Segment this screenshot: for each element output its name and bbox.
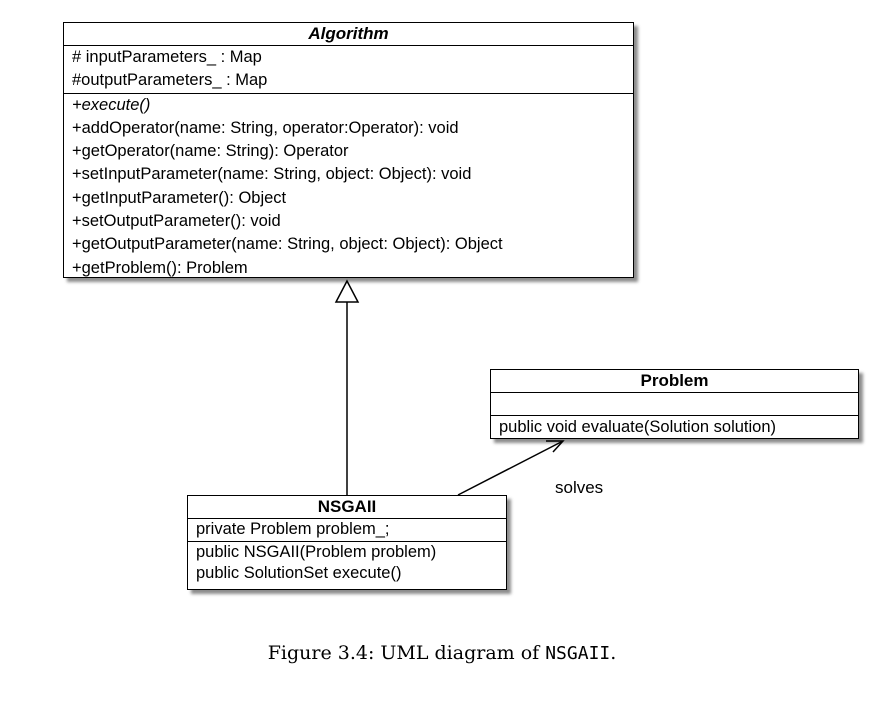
nsgaii-attributes: private Problem problem_; bbox=[188, 519, 506, 542]
association-label: solves bbox=[555, 478, 604, 497]
problem-class: Problem public void evaluate(Solution so… bbox=[490, 369, 859, 439]
algorithm-attribute: #outputParameters_ : Map bbox=[72, 71, 268, 90]
algorithm-operations: +execute() +addOperator(name: String, op… bbox=[64, 94, 633, 280]
nsgaii-class: NSGAII private Problem problem_; public … bbox=[187, 495, 507, 590]
caption-prefix: Figure 3.4: UML diagram of bbox=[267, 642, 546, 664]
algorithm-class-name: Algorithm bbox=[64, 23, 633, 46]
algorithm-operation: +getProblem(): Problem bbox=[72, 258, 248, 277]
nsgaii-operation: public SolutionSet execute() bbox=[196, 564, 402, 582]
algorithm-operation: +execute() bbox=[72, 95, 151, 114]
association-line bbox=[457, 440, 564, 496]
algorithm-operation: +getOperator(name: String): Operator bbox=[72, 142, 349, 161]
algorithm-attributes: # inputParameters_ : Map #outputParamete… bbox=[64, 46, 633, 94]
problem-operations: public void evaluate(Solution solution) bbox=[491, 416, 858, 439]
algorithm-operation: +getOutputParameter(name: String, object… bbox=[72, 235, 503, 254]
algorithm-operation: +addOperator(name: String, operator:Oper… bbox=[72, 118, 459, 137]
figure-caption: Figure 3.4: UML diagram of NSGAII. bbox=[0, 642, 884, 664]
generalization-arrowhead bbox=[334, 279, 360, 303]
caption-code: NSGAII bbox=[545, 643, 611, 664]
nsgaii-attribute: private Problem problem_; bbox=[196, 520, 390, 538]
nsgaii-operation: public NSGAII(Problem problem) bbox=[196, 542, 437, 561]
algorithm-operation: +setInputParameter(name: String, object:… bbox=[72, 165, 472, 184]
algorithm-operation: +setOutputParameter(): void bbox=[72, 212, 281, 231]
algorithm-attribute: # inputParameters_ : Map bbox=[72, 48, 262, 66]
algorithm-operation: +getInputParameter(): Object bbox=[72, 188, 287, 207]
problem-attributes bbox=[491, 393, 858, 416]
algorithm-class: Algorithm # inputParameters_ : Map #outp… bbox=[63, 22, 634, 278]
problem-operation: public void evaluate(Solution solution) bbox=[499, 418, 777, 436]
association-arrowhead bbox=[546, 440, 565, 453]
nsgaii-class-name: NSGAII bbox=[188, 496, 506, 519]
caption-suffix: . bbox=[610, 642, 617, 664]
nsgaii-operations: public NSGAII(Problem problem) public So… bbox=[188, 542, 506, 585]
problem-class-name: Problem bbox=[491, 370, 858, 393]
